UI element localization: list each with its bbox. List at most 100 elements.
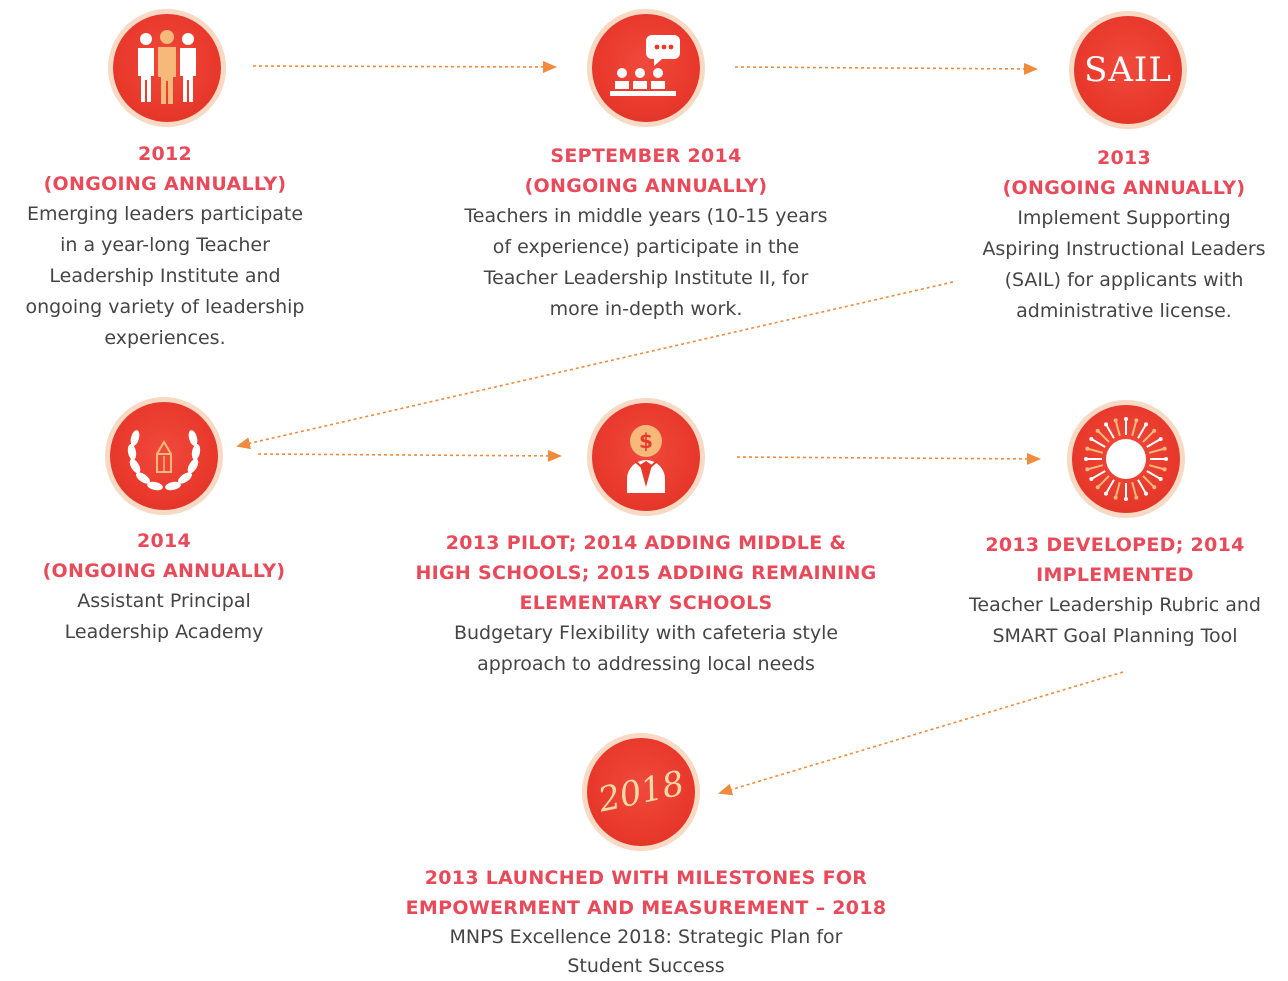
heading-line: EMPOWERMENT AND MEASUREMENT – 2018 xyxy=(405,897,887,919)
step-5-heading: 2013 PILOT; 2014 ADDING MIDDLE & HIGH SC… xyxy=(380,528,912,618)
people-group-icon xyxy=(138,30,196,104)
description-line: Emerging leaders participate xyxy=(26,203,304,225)
ring-arrow-tip xyxy=(1158,437,1163,441)
ring-arrow xyxy=(1142,430,1155,443)
description-line: experiences. xyxy=(104,327,226,349)
step-6-description: Teacher Leadership Rubric and SMART Goal… xyxy=(942,590,1288,652)
heading-line: ELEMENTARY SCHOOLS xyxy=(519,592,773,614)
ring-arrow-tip xyxy=(1134,418,1139,423)
description-line: SMART Goal Planning Tool xyxy=(992,625,1238,647)
heading-line: 2013 DEVELOPED; 2014 xyxy=(985,534,1245,556)
ring-arrow-tip xyxy=(1162,467,1167,472)
description-line: Leadership Academy xyxy=(64,621,264,643)
ring-arrow xyxy=(1146,470,1162,480)
ring-arrow-tip xyxy=(1144,491,1148,496)
ring-arrow-tip xyxy=(1144,422,1148,427)
description-line: more in-depth work. xyxy=(549,298,743,320)
heading-line: 2014 xyxy=(136,530,192,552)
step-1-description: Emerging leaders participate in a year-l… xyxy=(0,199,330,354)
ring-arrow-tip xyxy=(1152,485,1157,490)
ring-arrow-tip xyxy=(1164,457,1168,461)
ring-arrow xyxy=(1131,481,1138,498)
step-2-description: Teachers in middle years (10-15 years of… xyxy=(430,201,862,325)
step-7-icon-circle: 2018 xyxy=(587,738,695,846)
arrow-6-to-7 xyxy=(718,671,1124,796)
step-5-icon-circle: $ xyxy=(592,403,700,511)
step-7-description: MNPS Excellence 2018: Strategic Plan for… xyxy=(360,923,932,981)
step-7-text: 2013 LAUNCHED WITH MILESTONES FOR EMPOWE… xyxy=(360,863,932,981)
ring-arrow xyxy=(1090,470,1106,480)
ring-arrow-tip xyxy=(1113,418,1118,423)
description-line: Teachers in middle years (10-15 years xyxy=(464,205,828,227)
heading-line: (ONGOING ANNUALLY) xyxy=(1002,177,1246,199)
step-6-heading: 2013 DEVELOPED; 2014 IMPLEMENTED xyxy=(942,530,1288,590)
description-line: Budgetary Flexibility with cafeteria sty… xyxy=(453,622,839,644)
ring-arrow xyxy=(1137,423,1147,439)
ring-arrow xyxy=(1105,423,1115,439)
step-3-heading: 2013 (ONGOING ANNUALLY) xyxy=(960,143,1288,203)
laurel-pencil-icon xyxy=(127,430,201,491)
description-line: Leadership Institute and xyxy=(49,265,281,287)
ring-arrow xyxy=(1090,438,1106,448)
description-line: of experience) participate in the xyxy=(492,236,800,258)
arrow-4-to-5 xyxy=(257,449,562,462)
ring-arrow-tip xyxy=(1089,477,1094,481)
ring-arrow xyxy=(1114,481,1121,498)
ring-arrow xyxy=(1131,420,1138,437)
ring-arrow-tip xyxy=(1134,495,1139,500)
step-6-text: 2013 DEVELOPED; 2014 IMPLEMENTED Teacher… xyxy=(942,530,1288,652)
heading-line: SEPTEMBER 2014 xyxy=(550,145,742,167)
description-line: Student Success xyxy=(567,955,725,977)
ring-arrow-tip xyxy=(1158,477,1163,481)
description-line: Implement Supporting xyxy=(1017,207,1231,229)
arrow-1-to-2 xyxy=(252,60,557,73)
step-2-icon-circle xyxy=(592,14,700,122)
ring-arrow-tip xyxy=(1104,422,1108,427)
description-line: MNPS Excellence 2018: Strategic Plan for xyxy=(449,926,843,948)
step-1-text: 2012 (ONGOING ANNUALLY) Emerging leaders… xyxy=(0,139,330,354)
ring-arrow xyxy=(1137,479,1147,495)
ring-arrow xyxy=(1097,430,1110,443)
description-line: Teacher Leadership Institute II, for xyxy=(483,267,809,289)
step-3-description: Implement Supporting Aspiring Instructio… xyxy=(960,203,1288,327)
heading-line: IMPLEMENTED xyxy=(1036,564,1194,586)
ring-arrow xyxy=(1148,464,1165,471)
ring-arrow-tip xyxy=(1085,446,1090,451)
step-5-text: 2013 PILOT; 2014 ADDING MIDDLE & HIGH SC… xyxy=(380,528,912,680)
ring-arrow xyxy=(1142,475,1155,488)
description-line: (SAIL) for applicants with xyxy=(1004,269,1244,291)
ring-arrow-tip xyxy=(1095,485,1100,490)
ring-arrow-tip xyxy=(1152,428,1157,433)
step-4-icon-circle xyxy=(110,402,218,510)
step-4-text: 2014 (ONGOING ANNUALLY) Assistant Princi… xyxy=(4,526,324,648)
step-1-heading: 2012 (ONGOING ANNUALLY) xyxy=(0,139,330,199)
heading-line: 2013 xyxy=(1096,147,1152,169)
description-line: Teacher Leadership Rubric and xyxy=(969,594,1261,616)
ring-arrow-tip xyxy=(1085,467,1090,472)
ring-arrow-tip xyxy=(1084,457,1088,461)
step-3-text: 2013 (ONGOING ANNUALLY) Implement Suppor… xyxy=(960,143,1288,327)
ring-arrow-tip xyxy=(1104,491,1108,496)
step-2-heading: SEPTEMBER 2014 (ONGOING ANNUALLY) xyxy=(430,141,862,201)
ring-arrow xyxy=(1114,420,1121,437)
ring-arrow-tip xyxy=(1124,497,1128,501)
ring-arrow xyxy=(1105,479,1115,495)
heading-line: HIGH SCHOOLS; 2015 ADDING REMAINING xyxy=(415,562,877,584)
heading-line: 2013 LAUNCHED WITH MILESTONES FOR xyxy=(424,867,868,889)
circle-arrows-icon xyxy=(1084,417,1168,501)
heading-line: 2013 PILOT; 2014 ADDING MIDDLE & xyxy=(445,532,847,554)
ring-arrow-tip xyxy=(1113,495,1118,500)
step-3-icon-circle: SAIL xyxy=(1074,16,1182,124)
description-line: Assistant Principal xyxy=(77,590,251,612)
sail-text-icon: SAIL xyxy=(1084,50,1172,90)
arrow-3-to-4 xyxy=(236,281,954,450)
audience-speech-bubble-icon xyxy=(610,35,680,96)
ring-arrow-tip xyxy=(1095,428,1100,433)
step-1-icon-circle xyxy=(113,14,221,122)
ring-arrow-tip xyxy=(1124,417,1128,421)
step-2-text: SEPTEMBER 2014 (ONGOING ANNUALLY) Teache… xyxy=(430,141,862,325)
ring-arrow xyxy=(1097,475,1110,488)
heading-line: 2012 xyxy=(137,143,193,165)
description-line: approach to addressing local needs xyxy=(477,653,815,675)
heading-line: (ONGOING ANNUALLY) xyxy=(43,173,287,195)
